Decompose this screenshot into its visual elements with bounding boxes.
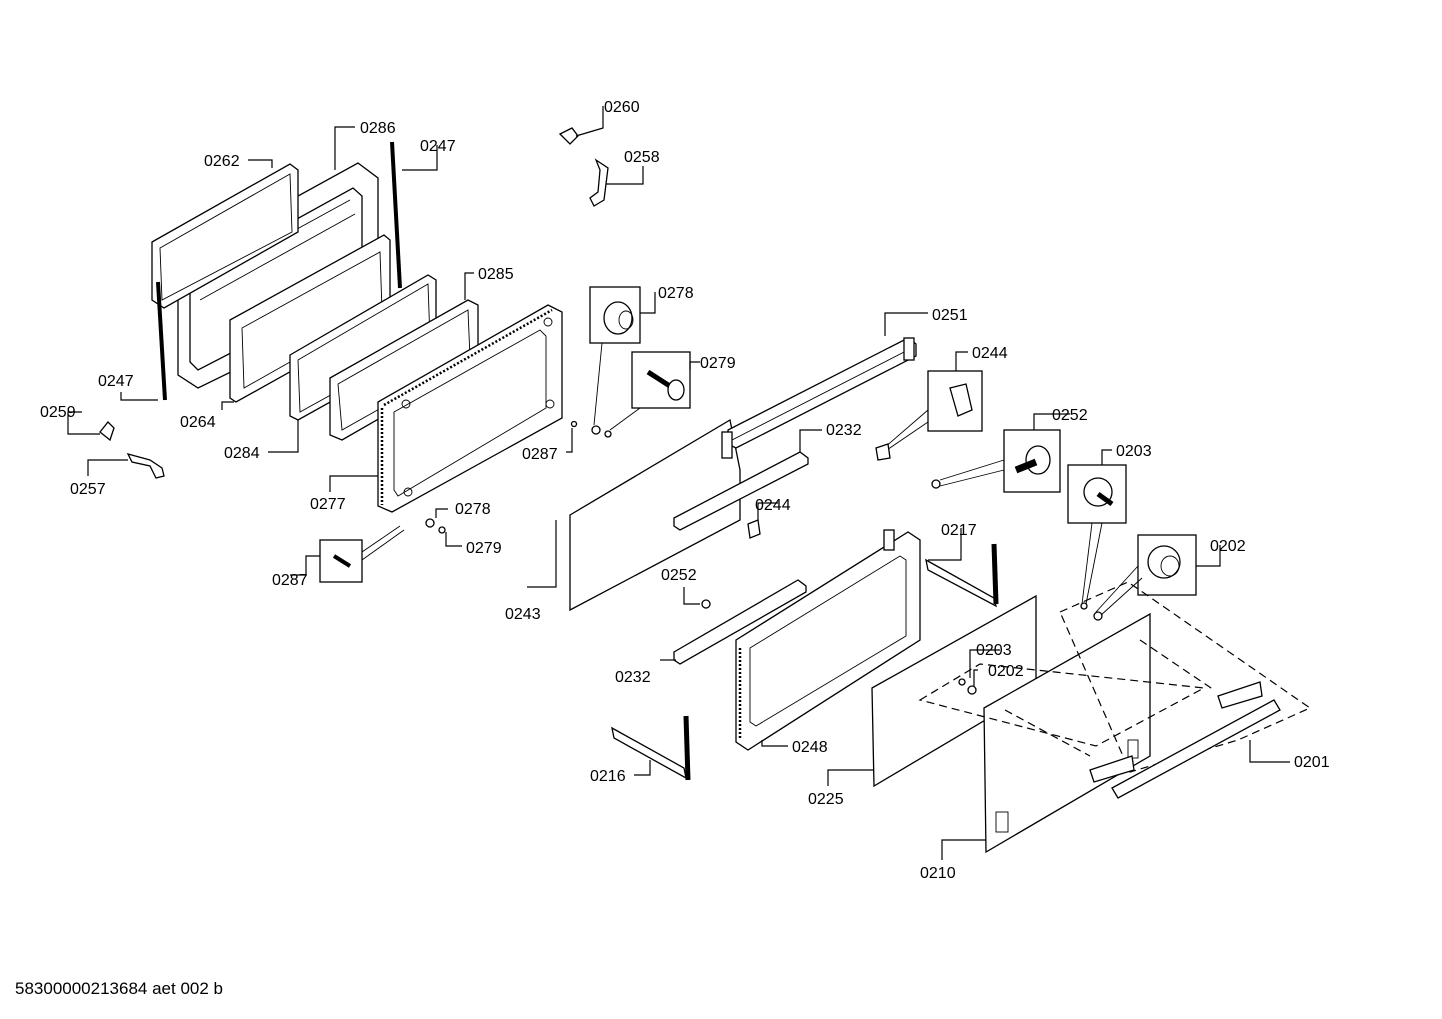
label-0225: 0225 (808, 791, 844, 808)
callout-0203-top (1067, 464, 1127, 605)
nut-0278 (591, 425, 601, 435)
callout-0287-low (319, 525, 405, 583)
drawing-code: 58300000213684 aet 002 b (15, 979, 223, 998)
label-0210: 0210 (920, 865, 956, 882)
nut-0278-low (425, 518, 435, 528)
label-0248: 0248 (792, 739, 828, 756)
label-0278-a: 0278 (658, 285, 694, 302)
clip-0259 (99, 421, 115, 442)
label-0278-b: 0278 (455, 501, 491, 518)
label-0243: 0243 (505, 606, 541, 623)
label-0244-b: 0244 (755, 497, 791, 514)
label-0203-a: 0203 (1116, 443, 1152, 460)
rod-0247-right (390, 141, 402, 289)
label-0203-b: 0203 (976, 642, 1012, 659)
part-labels: 0260 0258 0286 0247 0262 0285 0278 0251 … (40, 99, 1330, 882)
rod-0247-left (156, 281, 167, 401)
knob-0202-small (1093, 611, 1103, 621)
label-0287-b: 0287 (272, 572, 308, 589)
screw-0279 (604, 430, 612, 438)
door-gasket-0262 (151, 163, 299, 309)
label-0259: 0259 (40, 404, 76, 421)
tab-0210 (995, 811, 1009, 833)
label-0264: 0264 (180, 414, 216, 431)
label-0247-b: 0247 (98, 373, 134, 390)
label-0244-a: 0244 (972, 345, 1008, 362)
panel-0210 (983, 612, 1151, 854)
label-0285: 0285 (478, 266, 514, 283)
label-0257: 0257 (70, 481, 106, 498)
label-0247-a: 0247 (420, 138, 456, 155)
screw-0279-low (438, 526, 446, 534)
clip-0244-low (747, 519, 761, 539)
callout-0279-top (609, 351, 691, 431)
bracket-0217 (925, 543, 999, 608)
hinge-0258 (589, 158, 609, 207)
callout-0252-top (931, 429, 1061, 493)
label-0277: 0277 (310, 496, 346, 513)
clip-0260 (558, 127, 579, 145)
label-0284: 0284 (224, 445, 260, 462)
label-0286: 0286 (360, 120, 396, 137)
knob-0203-small (1080, 602, 1088, 610)
label-0217: 0217 (941, 522, 977, 539)
label-0201: 0201 (1294, 754, 1330, 771)
label-0202-a: 0202 (1210, 538, 1246, 555)
tab-0210b (1127, 739, 1139, 759)
screw-0252-low (701, 599, 711, 609)
label-0262: 0262 (204, 153, 240, 170)
label-0258: 0258 (624, 149, 660, 166)
leader-lines (67, 106, 1290, 860)
hinge-0257 (126, 452, 165, 479)
rail-0251 (721, 337, 917, 459)
label-0252-a: 0252 (1052, 407, 1088, 424)
label-0216: 0216 (590, 768, 626, 785)
door-frame-0277 (377, 304, 563, 513)
frame-0248 (735, 529, 921, 751)
label-0232-a: 0232 (826, 422, 862, 439)
label-0260: 0260 (604, 99, 640, 116)
label-0279-b: 0279 (466, 540, 502, 557)
label-0202-b: 0202 (988, 663, 1024, 680)
panel-0243 (569, 418, 741, 612)
label-0251: 0251 (932, 307, 968, 324)
control-panel-outline-0201 (918, 581, 1312, 799)
screw-0287-top (570, 420, 578, 428)
callout-0202-top (1095, 534, 1197, 617)
label-0279-a: 0279 (700, 355, 736, 372)
label-0232-b: 0232 (615, 669, 651, 686)
bracket-0216 (611, 715, 691, 781)
callout-0278-top (589, 286, 641, 426)
callout-0244 (875, 370, 983, 461)
label-0252-b: 0252 (661, 567, 697, 584)
label-0287-a: 0287 (522, 446, 558, 463)
